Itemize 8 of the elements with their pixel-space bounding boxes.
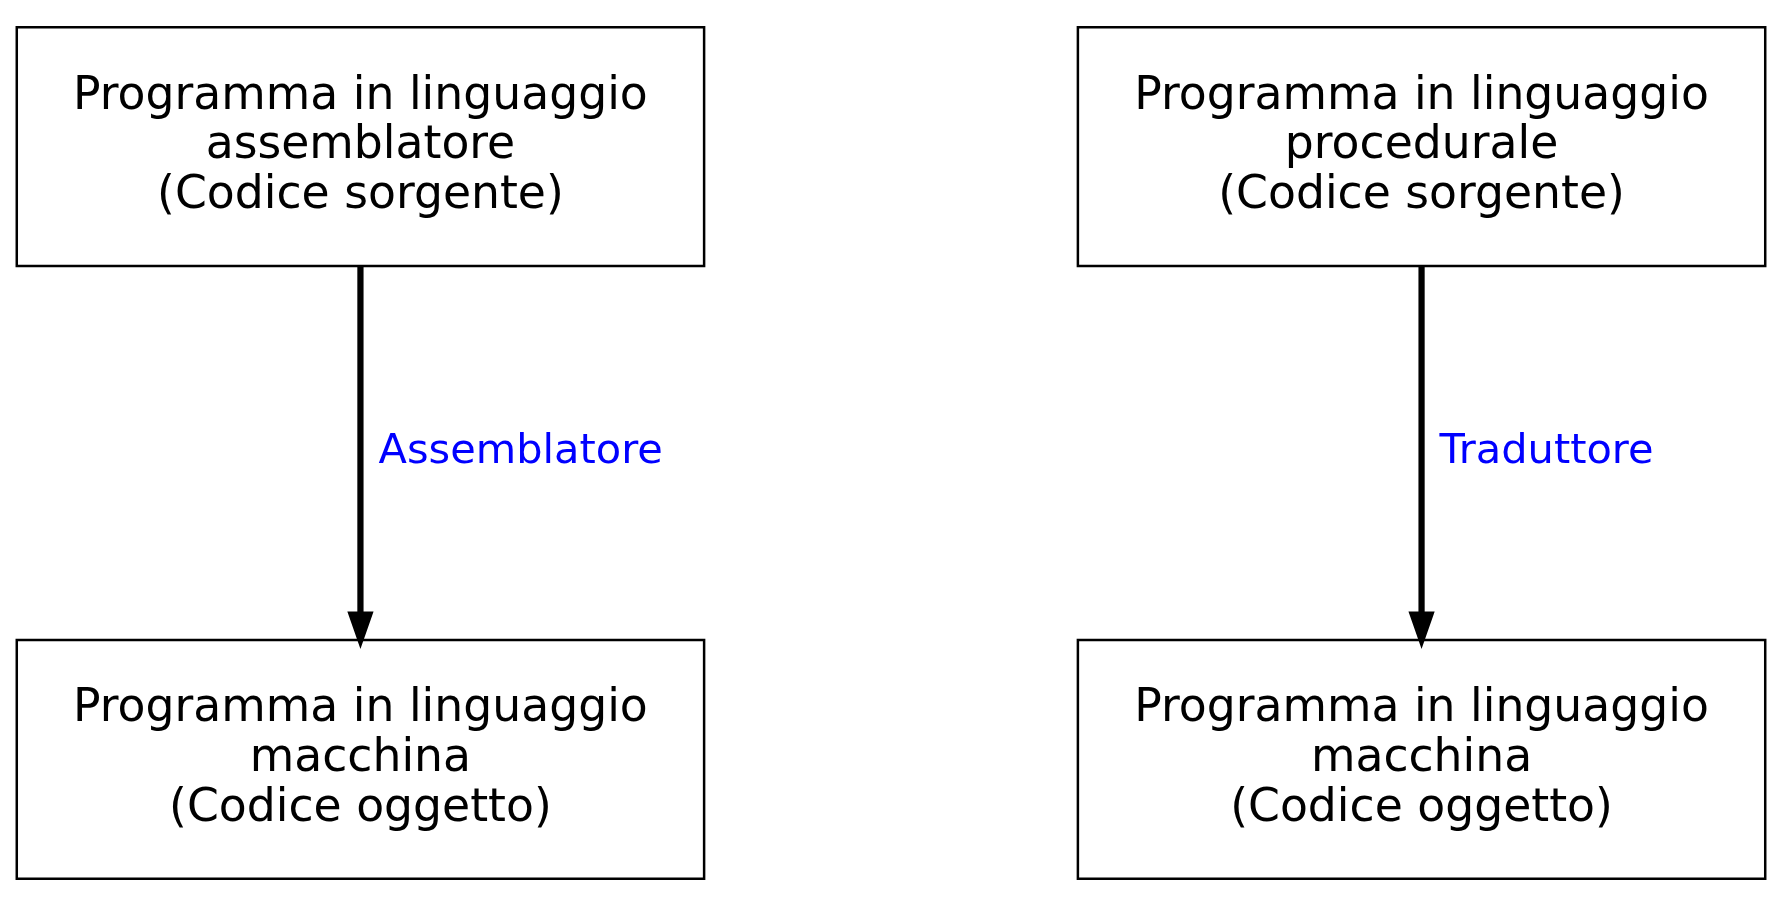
edge-label: Traduttore xyxy=(1439,423,1654,473)
node-box: Programma in linguaggio procedurale (Codice sorgente) xyxy=(1076,25,1767,267)
node-box: Programma in linguaggio macchina (Codice oggetto) xyxy=(15,638,706,880)
node-box: Programma in linguaggio macchina (Codice oggetto) xyxy=(1076,638,1767,880)
edge-label: Assemblatore xyxy=(378,423,663,473)
node-box: Programma in linguaggio assemblatore (Codice sorgente) xyxy=(15,25,706,267)
arrow xyxy=(347,266,374,649)
arrow xyxy=(1408,266,1435,649)
